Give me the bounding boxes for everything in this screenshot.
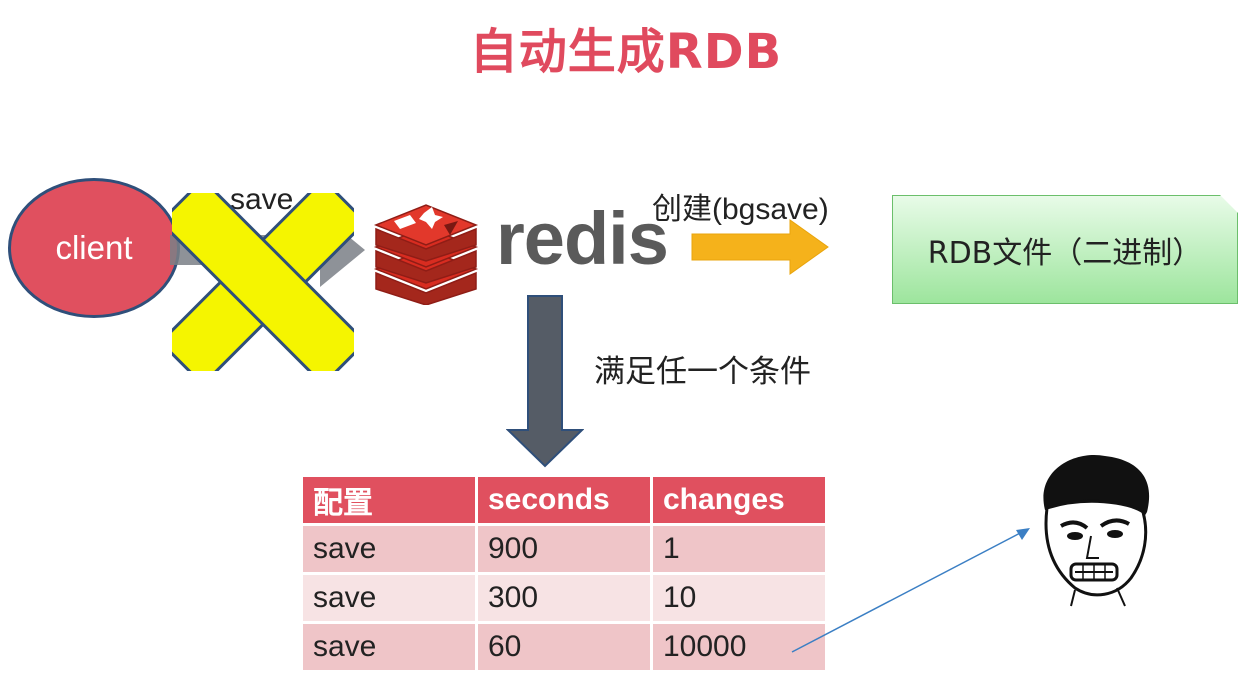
redis-logo-icon (373, 204, 479, 305)
save-config-table: 配置 seconds changes save 900 1 save 300 1… (300, 474, 828, 673)
header-config: 配置 (303, 477, 475, 523)
rdb-file-label: RDB文件（二进制） (927, 235, 1203, 271)
client-node: client (8, 178, 180, 318)
client-label: client (55, 229, 133, 266)
cell-seconds: 300 (478, 575, 650, 621)
table-row: save 900 1 (303, 526, 825, 572)
cell-changes: 1 (653, 526, 825, 572)
table-header-row: 配置 seconds changes (303, 477, 825, 523)
header-seconds: seconds (478, 477, 650, 523)
cell-config: save (303, 575, 475, 621)
meme-face-icon (1043, 454, 1150, 607)
table-row: save 60 10000 (303, 624, 825, 670)
bgsave-label: 创建(bgsave) (652, 193, 829, 226)
bgsave-arrow (691, 219, 829, 275)
table-row: save 300 10 (303, 575, 825, 621)
condition-label: 满足任一个条件 (594, 354, 811, 390)
cell-seconds: 60 (478, 624, 650, 670)
header-changes: changes (653, 477, 825, 523)
condition-arrow (506, 295, 584, 468)
cell-changes: 10 (653, 575, 825, 621)
blocked-cross-icon (172, 193, 354, 371)
page-title: 自动生成RDB (469, 24, 783, 80)
cell-seconds: 900 (478, 526, 650, 572)
cell-config: save (303, 624, 475, 670)
pointer-line (791, 528, 1030, 653)
redis-wordmark: redis (496, 197, 669, 280)
cell-changes: 10000 (653, 624, 825, 670)
cell-config: save (303, 526, 475, 572)
save-command-label: save (230, 183, 294, 216)
rdb-file-box: RDB文件（二进制） (892, 195, 1238, 304)
